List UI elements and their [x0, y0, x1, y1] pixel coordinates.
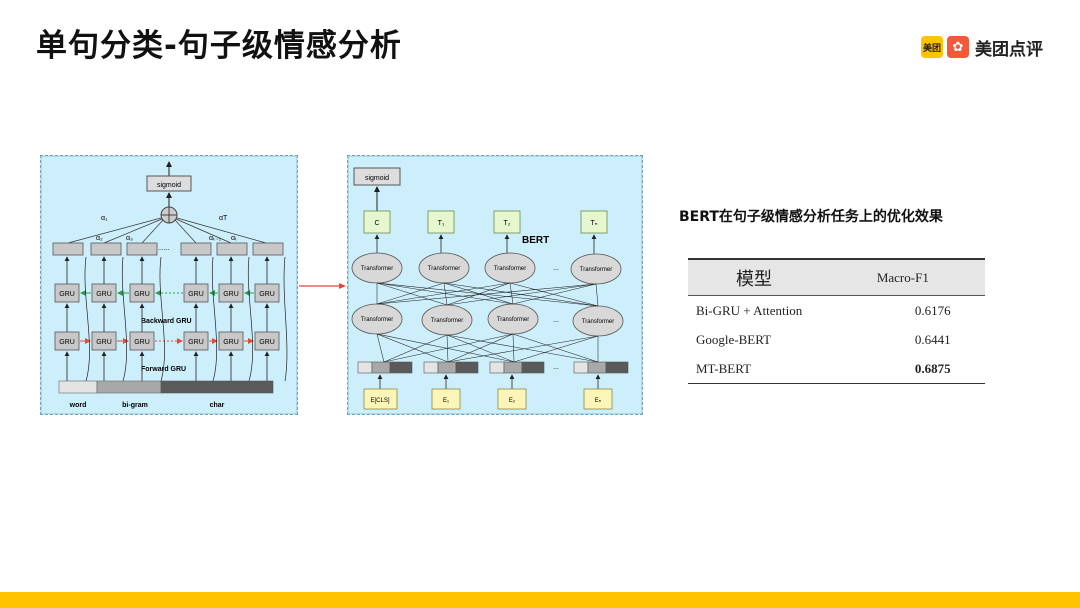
input-cls: E[CLS]: [370, 398, 389, 404]
brand-logo: 美团 ✿ 美团点评: [921, 36, 1043, 60]
transformer-u1: Transformer: [361, 266, 393, 272]
output-t1: T₁: [438, 220, 445, 227]
bert-diagram-svg: sigmoid C T₁ T₂ Tₙ BERT Transformer Tran…: [351, 167, 629, 410]
gru-b6: GRU: [259, 291, 275, 298]
gru-f1: GRU: [59, 339, 75, 346]
transformer-l2: Transformer: [431, 318, 463, 324]
dots-embed: ...: [553, 364, 559, 371]
results-caption: BERT在句子级情感分析任务上的优化效果: [679, 209, 943, 225]
table-header-row: 模型 Macro-F1: [688, 258, 985, 296]
char-label: char: [210, 402, 225, 409]
alpha-t-1: αₜ₋₁: [209, 235, 222, 242]
row-score: 0.6176: [914, 302, 951, 318]
sigmoid-label-bert: sigmoid: [365, 175, 389, 182]
alpha-1: α₁: [101, 215, 108, 222]
gru-b3: GRU: [134, 291, 150, 298]
dots-lower: ...: [553, 317, 559, 324]
table-row: MT-BERT 0.6875: [688, 354, 985, 384]
row-score: 0.6441: [914, 331, 951, 347]
bigram-segment: [96, 380, 162, 394]
alpha-3: α₃: [126, 235, 133, 242]
table-row: Bi-GRU + Attention 0.6176: [688, 296, 985, 326]
sigmoid-box: [146, 175, 192, 192]
dianping-logo-icon: ✿: [947, 36, 969, 58]
transformer-l3: Transformer: [497, 317, 529, 323]
word-label: word: [69, 402, 87, 409]
alpha-T: αT: [219, 215, 228, 222]
bigru-attention-diagram: sigmoid α₁ α₂ α₃ ...... αₜ₋₁ αₜ αT GRU: [40, 155, 298, 415]
char-segment: [160, 380, 274, 394]
gru-b1: GRU: [59, 291, 75, 298]
gru-f2: GRU: [96, 339, 112, 346]
meituan-badge: 美团: [921, 36, 943, 58]
gru-f6: GRU: [259, 339, 275, 346]
flow-arrow-icon: [299, 283, 346, 289]
bert-diagram: sigmoid C T₁ T₂ Tₙ BERT Transformer Tran…: [347, 155, 643, 415]
sigmoid-label: sigmoid: [157, 182, 181, 189]
gru-f4: GRU: [188, 339, 204, 346]
table-row: Google-BERT 0.6441: [688, 325, 985, 354]
input-e2: E₂: [509, 398, 516, 404]
output-tn: Tₙ: [590, 220, 597, 227]
dots-upper: ...: [553, 265, 559, 272]
input-e1: E₁: [443, 398, 449, 404]
footer-bar: [0, 592, 1080, 608]
row-model: Bi-GRU + Attention: [696, 302, 803, 318]
gru-f5: GRU: [223, 339, 239, 346]
header-macro-f1: Macro-F1: [836, 258, 985, 296]
row-score: 0.6875: [836, 354, 985, 384]
alpha-dots: ......: [158, 245, 170, 252]
gru-b2: GRU: [96, 291, 112, 298]
slide-title: 单句分类-句子级情感分析: [36, 28, 402, 64]
bigru-diagram-svg: sigmoid α₁ α₂ α₃ ...... αₜ₋₁ αₜ αT GRU: [52, 161, 288, 409]
row-model: MT-BERT: [688, 354, 837, 384]
sigmoid-box-bert: [353, 167, 401, 186]
alpha-2: α₂: [96, 235, 103, 242]
backward-gru-label: Backward GRU: [141, 318, 192, 325]
transformer-l4: Transformer: [582, 319, 614, 325]
transformer-u4: Transformer: [580, 267, 612, 273]
row-model: Google-BERT: [696, 331, 772, 347]
bert-label: BERT: [522, 235, 549, 246]
output-t2: T₂: [504, 220, 511, 227]
header-model: 模型: [688, 258, 837, 296]
gru-f3: GRU: [134, 339, 150, 346]
gru-b5: GRU: [223, 291, 239, 298]
transformer-l1: Transformer: [361, 317, 393, 323]
output-c: C: [374, 220, 379, 227]
results-table: 模型 Macro-F1 Bi-GRU + Attention 0.6176 Go…: [688, 258, 985, 384]
bigram-label: bi-gram: [122, 402, 148, 409]
gru-b4: GRU: [188, 291, 204, 298]
alpha-t: αₜ: [231, 235, 237, 242]
word-segment: [58, 380, 98, 394]
transformer-u3: Transformer: [494, 266, 526, 272]
logo-text: 美团点评: [975, 39, 1043, 60]
input-en: Eₙ: [595, 398, 602, 404]
transformer-u2: Transformer: [428, 266, 460, 272]
